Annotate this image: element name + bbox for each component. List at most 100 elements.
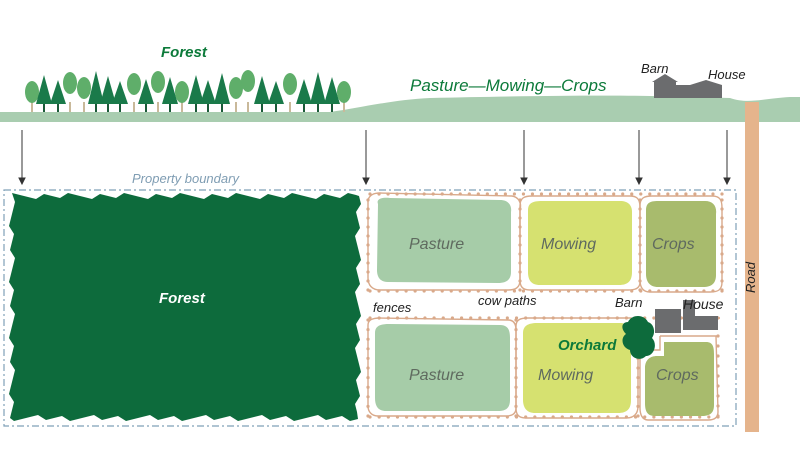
field-top-crops: [646, 201, 717, 287]
field-top-pasture: [377, 197, 512, 283]
fence-post: [514, 376, 518, 380]
fence-post: [648, 289, 652, 293]
tree-icon: [138, 79, 154, 112]
orchard-label: Orchard: [558, 337, 617, 354]
fence-post: [518, 261, 522, 265]
fence-post: [606, 415, 610, 419]
fence-post: [514, 385, 518, 389]
fence-post: [657, 192, 661, 196]
fence-post: [521, 289, 526, 293]
fence-post: [395, 192, 399, 196]
fence-post: [494, 289, 498, 293]
fence-post: [612, 289, 616, 293]
profile-house-icon: [676, 80, 722, 98]
fence-post: [542, 415, 546, 419]
fence-post: [449, 289, 453, 293]
fence-post: [366, 395, 370, 399]
fence-post: [386, 192, 390, 196]
fence-post: [636, 414, 640, 418]
fence-post: [518, 225, 522, 229]
fence-post: [675, 192, 679, 196]
fence-post: [496, 316, 500, 320]
fence-post: [716, 364, 720, 368]
profile-land-use-label: Pasture—Mowing—Crops: [410, 76, 607, 95]
fence-post: [518, 243, 522, 247]
tree-icon: [283, 73, 297, 112]
fence-post: [423, 415, 427, 419]
fence-post: [638, 270, 642, 274]
field-bottom-crops-label: Crops: [656, 367, 699, 384]
fence-post: [636, 395, 640, 399]
fence-post: [366, 366, 370, 370]
fence-post: [566, 289, 571, 293]
fence-post: [366, 404, 370, 408]
fence-post: [716, 374, 720, 378]
fence-post: [395, 289, 399, 293]
fence-post: [615, 415, 619, 419]
fence-post: [539, 289, 544, 293]
fence-post: [720, 270, 724, 274]
fence-post: [514, 414, 518, 418]
fence-post: [485, 192, 489, 196]
fence-post: [476, 289, 480, 293]
tree-icon: [77, 77, 91, 112]
fence-post: [377, 289, 381, 293]
fence-post: [386, 415, 390, 419]
fence-post: [633, 415, 638, 419]
fence-post: [366, 385, 370, 389]
fence-post: [368, 316, 372, 320]
fence-post: [395, 316, 400, 320]
fence-post: [503, 289, 507, 293]
fence-post: [533, 415, 537, 419]
fence-post: [366, 356, 370, 360]
fence-post: [597, 415, 601, 419]
field-bottom-pasture-label: Pasture: [409, 367, 465, 384]
fence-post: [636, 366, 640, 370]
fence-post: [405, 415, 409, 419]
profile-barn-label: Barn: [641, 61, 669, 76]
field-bottom-mowing-label: Mowing: [538, 367, 594, 384]
fence-post: [560, 316, 564, 320]
fence-post: [476, 192, 480, 196]
fence-post: [666, 289, 670, 293]
fence-post: [518, 288, 522, 292]
fence-post: [652, 316, 656, 320]
fence-post: [395, 415, 400, 419]
fence-post: [518, 198, 522, 202]
fence-post: [648, 192, 652, 196]
fence-post: [413, 289, 417, 293]
fence-post: [533, 316, 537, 320]
fence-post: [657, 289, 661, 293]
fences-label: fences: [373, 300, 412, 315]
fence-post: [542, 316, 546, 320]
fence-post: [702, 289, 706, 293]
fence-post: [450, 415, 455, 419]
tree-icon: [175, 81, 189, 112]
fence-post: [431, 192, 435, 196]
field-top-mowing: [528, 201, 632, 285]
fence-post: [514, 337, 518, 341]
fence-post: [514, 328, 518, 332]
fence-post: [707, 415, 711, 419]
fence-post: [638, 243, 642, 247]
fence-post: [579, 316, 583, 320]
fence-post: [606, 316, 610, 320]
fence-post: [638, 261, 642, 265]
tree-icon: [100, 76, 116, 112]
fence-post: [539, 192, 544, 196]
fence-post: [720, 279, 724, 283]
fence-post: [720, 252, 724, 256]
fence-post: [514, 356, 518, 360]
fence-post: [597, 316, 601, 320]
fence-post: [518, 207, 522, 211]
fence-post: [366, 328, 370, 332]
fence-post: [478, 415, 482, 419]
plan-house-icon: [683, 300, 718, 330]
fence-post: [630, 289, 634, 293]
fence-post: [661, 415, 665, 419]
field-top-pasture-label: Pasture: [409, 236, 465, 253]
tree-icon: [188, 75, 204, 112]
tree-icon: [229, 77, 243, 112]
tree-icon: [36, 75, 52, 112]
fence-post: [716, 394, 720, 398]
